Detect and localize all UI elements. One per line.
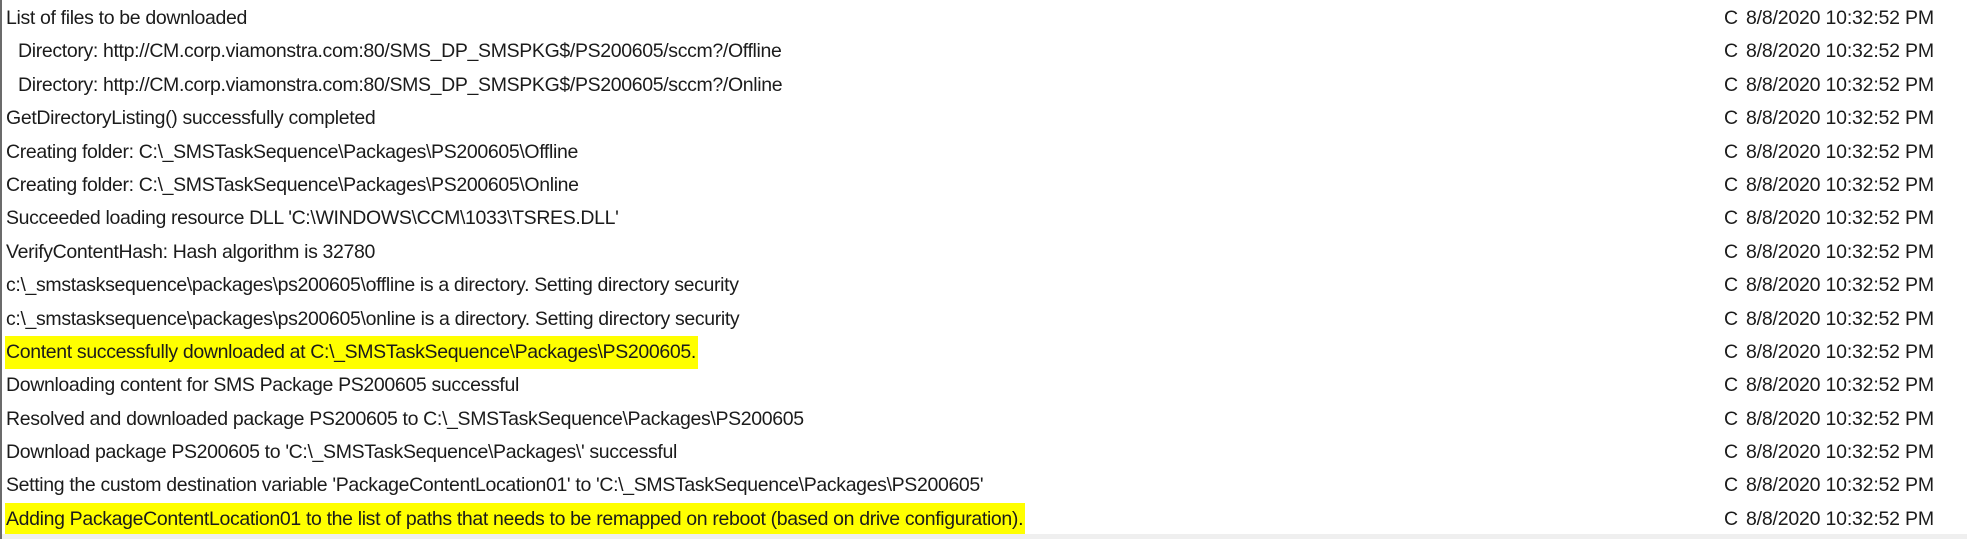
log-timestamp: 8/8/2020 10:32:52 PM (1746, 441, 1934, 464)
log-timestamp: 8/8/2020 10:32:52 PM (1746, 7, 1934, 29)
log-timestamp: 8/8/2020 10:32:52 PM (1746, 407, 1934, 430)
log-row[interactable]: GetDirectoryListing() successfully compl… (2, 102, 1967, 135)
log-component: C (1724, 307, 1738, 330)
log-timestamp: 8/8/2020 10:32:52 PM (1746, 307, 1934, 330)
log-row[interactable]: Directory: http://CM.corp.viamonstra.com… (2, 35, 1967, 68)
log-timestamp: 8/8/2020 10:32:52 PM (1746, 474, 1934, 497)
log-component: C (1724, 73, 1738, 96)
log-row[interactable]: c:\_smstasksequence\packages\ps200605\of… (2, 269, 1967, 302)
log-message: Creating folder: C:\_SMSTaskSequence\Pac… (6, 173, 579, 196)
log-component: C (1724, 107, 1738, 130)
log-row-highlighted[interactable]: Content successfully downloaded at C:\_S… (2, 335, 1967, 370)
log-row[interactable]: Succeeded loading resource DLL 'C:\WINDO… (2, 202, 1967, 235)
log-message: Adding PackageContentLocation01 to the l… (5, 502, 1026, 534)
log-timestamp: 8/8/2020 10:32:52 PM (1746, 340, 1934, 363)
log-message: Directory: http://CM.corp.viamonstra.com… (18, 40, 782, 63)
log-row[interactable]: Setting the custom destination variable … (2, 469, 1967, 502)
log-message: List of files to be downloaded (6, 7, 248, 29)
log-row[interactable]: c:\_smstasksequence\packages\ps200605\on… (2, 303, 1967, 336)
log-timestamp: 8/8/2020 10:32:52 PM (1746, 207, 1934, 230)
horizontal-scrollbar-track[interactable] (0, 534, 1967, 539)
log-component: C (1724, 7, 1738, 29)
log-component: C (1724, 374, 1738, 397)
log-timestamp: 8/8/2020 10:32:52 PM (1746, 507, 1934, 530)
log-message: Download package PS200605 to 'C:\_SMSTas… (6, 441, 677, 464)
log-timestamp: 8/8/2020 10:32:52 PM (1746, 173, 1934, 196)
log-component: C (1724, 474, 1738, 497)
log-message: Downloading content for SMS Package PS20… (6, 374, 519, 397)
log-component: C (1724, 140, 1738, 163)
log-timestamp: 8/8/2020 10:32:52 PM (1746, 107, 1934, 130)
log-component: C (1724, 207, 1738, 230)
log-row[interactable]: Downloading content for SMS Package PS20… (2, 369, 1967, 402)
log-timestamp: 8/8/2020 10:32:52 PM (1746, 40, 1934, 63)
log-row-highlighted[interactable]: Adding PackageContentLocation01 to the l… (2, 502, 1967, 534)
log-message: Directory: http://CM.corp.viamonstra.com… (18, 73, 783, 96)
log-timestamp: 8/8/2020 10:32:52 PM (1746, 73, 1934, 96)
log-row[interactable]: Creating folder: C:\_SMSTaskSequence\Pac… (2, 169, 1967, 202)
log-message: c:\_smstasksequence\packages\ps200605\on… (6, 307, 740, 330)
log-component: C (1724, 340, 1738, 363)
log-row[interactable]: List of files to be downloaded C 8/8/202… (2, 2, 1967, 35)
log-component: C (1724, 407, 1738, 430)
log-message: Succeeded loading resource DLL 'C:\WINDO… (6, 207, 619, 230)
log-row[interactable]: VerifyContentHash: Hash algorithm is 327… (2, 236, 1967, 269)
log-component: C (1724, 507, 1738, 530)
log-component: C (1724, 40, 1738, 63)
log-timestamp: 8/8/2020 10:32:52 PM (1746, 140, 1934, 163)
log-message: GetDirectoryListing() successfully compl… (6, 107, 376, 130)
log-message: Resolved and downloaded package PS200605… (6, 407, 804, 430)
log-row[interactable]: Directory: http://CM.corp.viamonstra.com… (2, 69, 1967, 102)
log-component: C (1724, 441, 1738, 464)
log-message: VerifyContentHash: Hash algorithm is 327… (6, 240, 376, 263)
log-timestamp: 8/8/2020 10:32:52 PM (1746, 240, 1934, 263)
log-row[interactable]: Resolved and downloaded package PS200605… (2, 403, 1967, 436)
log-message: Creating folder: C:\_SMSTaskSequence\Pac… (6, 140, 578, 163)
log-component: C (1724, 240, 1738, 263)
log-row[interactable]: Download package PS200605 to 'C:\_SMSTas… (2, 436, 1967, 469)
log-component: C (1724, 173, 1738, 196)
log-timestamp: 8/8/2020 10:32:52 PM (1746, 274, 1934, 297)
log-timestamp: 8/8/2020 10:32:52 PM (1746, 374, 1934, 397)
log-message: Setting the custom destination variable … (6, 474, 984, 497)
log-message: Content successfully downloaded at C:\_S… (5, 335, 698, 370)
log-component: C (1724, 274, 1738, 297)
log-row[interactable]: Creating folder: C:\_SMSTaskSequence\Pac… (2, 136, 1967, 169)
log-message: c:\_smstasksequence\packages\ps200605\of… (6, 274, 739, 297)
